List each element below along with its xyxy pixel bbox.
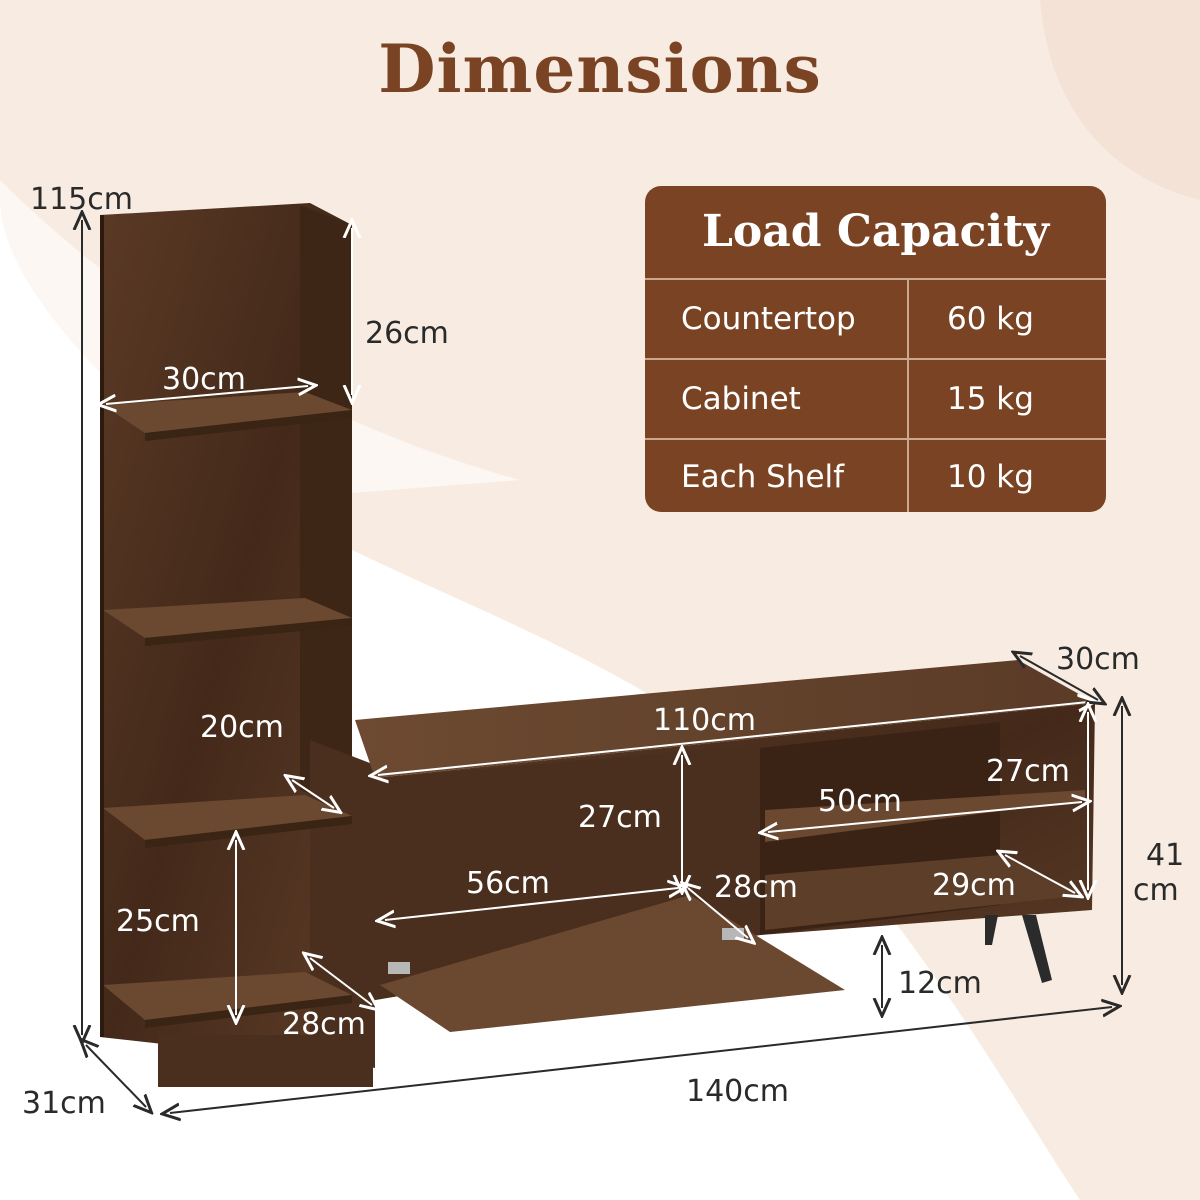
label-tv-stand-top-width: 110cm <box>653 703 756 738</box>
label-bookcase-height: 115cm <box>30 182 133 217</box>
load-capacity-table: Load Capacity Countertop 60 kg Cabinet 1… <box>645 186 1106 512</box>
label-open-shelf-depth: 29cm <box>932 868 1016 903</box>
label-leg-height: 12cm <box>898 966 982 1001</box>
table-row: Cabinet 15 kg <box>645 360 1106 440</box>
row-label: Countertop <box>645 280 909 358</box>
label-cabinet-width: 56cm <box>466 866 550 901</box>
row-value: 15 kg <box>947 381 1034 417</box>
label-shelf-depth-20: 20cm <box>200 710 284 745</box>
bookcase <box>100 203 375 1087</box>
label-bottom-shelf-depth: 28cm <box>282 1007 366 1042</box>
dimension-lines <box>82 220 1122 1113</box>
row-value: 60 kg <box>947 301 1034 337</box>
page-title: Dimensions <box>378 30 822 108</box>
label-tv-stand-height-number: 41 <box>1146 838 1185 873</box>
line-28cm-bookcase <box>310 958 372 1005</box>
line-110cm <box>378 702 1088 775</box>
label-open-shelf-height: 27cm <box>986 754 1070 789</box>
label-tv-stand-height-unit: cm <box>1133 873 1179 908</box>
label-cabinet-height: 27cm <box>578 800 662 835</box>
line-50cm <box>768 802 1082 832</box>
table-row: Each Shelf 10 kg <box>645 440 1106 512</box>
line-31cm <box>86 1045 146 1107</box>
background-blob-corner <box>1040 0 1200 200</box>
row-label: Each Shelf <box>645 440 909 512</box>
label-bookcase-depth: 31cm <box>22 1086 106 1121</box>
label-cabinet-depth: 28cm <box>714 870 798 905</box>
table-row: Countertop 60 kg <box>645 280 1106 360</box>
label-tv-stand-depth: 30cm <box>1056 642 1140 677</box>
line-28cm-cabinet <box>688 888 748 938</box>
line-30cm-shelf <box>106 386 308 404</box>
load-capacity-title: Load Capacity <box>645 186 1106 280</box>
line-56cm <box>385 888 678 920</box>
row-label: Cabinet <box>645 360 909 438</box>
line-29cm <box>1005 855 1075 893</box>
row-value: 10 kg <box>947 459 1034 495</box>
line-20cm <box>292 780 334 808</box>
label-top-compartment-height: 26cm <box>365 316 449 351</box>
label-total-width: 140cm <box>686 1074 789 1109</box>
label-shelf-width: 30cm <box>162 362 246 397</box>
label-bottom-compartment-height: 25cm <box>116 904 200 939</box>
line-30cm-depth <box>1020 656 1098 700</box>
label-open-shelf-width: 50cm <box>818 784 902 819</box>
line-140cm <box>170 1007 1112 1113</box>
